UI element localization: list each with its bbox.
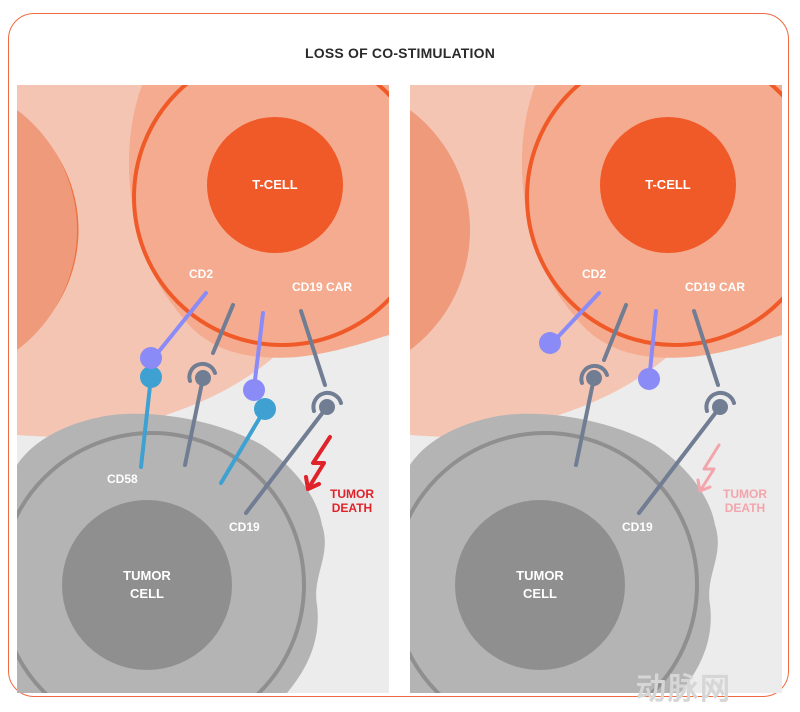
cd2-receptor-head-2 [638, 368, 660, 390]
lightning-icon [304, 435, 332, 491]
cd2-receptor-stalk-2 [253, 311, 265, 382]
cd2-label: CD2 [582, 267, 606, 281]
cd58-ligand-head [140, 366, 162, 388]
tumor-death-line2: DEATH [332, 501, 372, 515]
tumor-cell-membrane [17, 431, 306, 693]
car-receptor-stalk [211, 303, 235, 355]
cd2-receptor-head [539, 332, 561, 354]
cd19-car-label: CD19 CAR [685, 280, 745, 294]
lightning-icon-faded [696, 443, 721, 493]
cd2-label: CD2 [189, 267, 213, 281]
cd58-ligand-stalk-2 [219, 407, 267, 485]
cd58-ligand-stalk [139, 375, 153, 469]
cd2-receptor-stalk [154, 291, 208, 357]
car-receptor-cup-2 [311, 390, 343, 413]
panel-loss-of-cd58: T-CELL TUMOR CELL CD2 CD19 CAR CD19 TUMO… [410, 85, 782, 693]
cd2-receptor-head [140, 347, 162, 369]
tumor-cell-membrane [410, 431, 699, 693]
cd2-receptor-stalk [553, 291, 601, 342]
tumor-label-line1: TUMOR [516, 568, 564, 583]
cd19-antigen-stalk [183, 376, 205, 467]
watermark-logo: 动脉网 [636, 673, 732, 706]
car-receptor-cup [579, 363, 609, 385]
tcell-nucleus [207, 117, 343, 253]
car-receptor-cup [187, 361, 217, 383]
cd19-label: CD19 [229, 520, 260, 534]
cd2-receptor-stalk-2 [648, 309, 658, 373]
cd58-label: CD58 [107, 472, 138, 486]
tcell-membrane [132, 85, 389, 347]
car-receptor-stalk [602, 303, 628, 362]
tumor-death-line1: TUMOR [330, 487, 374, 501]
tumor-nucleus [455, 500, 625, 670]
tumor-label-line2: CELL [523, 586, 557, 601]
panel-with-cd58: T-CELL TUMOR CELL CD2 CD19 CAR CD58 CD19… [17, 85, 389, 693]
tumor-label-line2: CELL [130, 586, 164, 601]
tcell-label: T-CELL [645, 177, 691, 192]
car-receptor-stalk-2 [299, 309, 327, 387]
tcell-nucleus [600, 117, 736, 253]
figure-frame [8, 13, 789, 697]
figure-title: LOSS OF CO-STIMULATION [304, 45, 496, 61]
cd19-antigen-stalk [574, 376, 596, 467]
cd58-ligand-head-2 [254, 398, 276, 420]
cd19-antigen-stalk-2 [244, 405, 329, 515]
cd2-receptor-head-2 [243, 379, 265, 401]
tcell-membrane [525, 85, 782, 347]
cd19-antigen-stalk-2 [637, 405, 722, 515]
tumor-nucleus [62, 500, 232, 670]
car-receptor-cup-2 [704, 390, 736, 413]
tumor-label-line1: TUMOR [123, 568, 171, 583]
tumor-death-line1: TUMOR [723, 487, 767, 501]
neighbor-cell-core [17, 110, 77, 350]
cd19-car-label: CD19 CAR [292, 280, 352, 294]
cd19-label: CD19 [622, 520, 653, 534]
tcell-label: T-CELL [252, 177, 298, 192]
tumor-death-line2: DEATH [725, 501, 765, 515]
neighbor-cell-core [410, 110, 470, 350]
car-receptor-stalk-2 [692, 309, 720, 387]
